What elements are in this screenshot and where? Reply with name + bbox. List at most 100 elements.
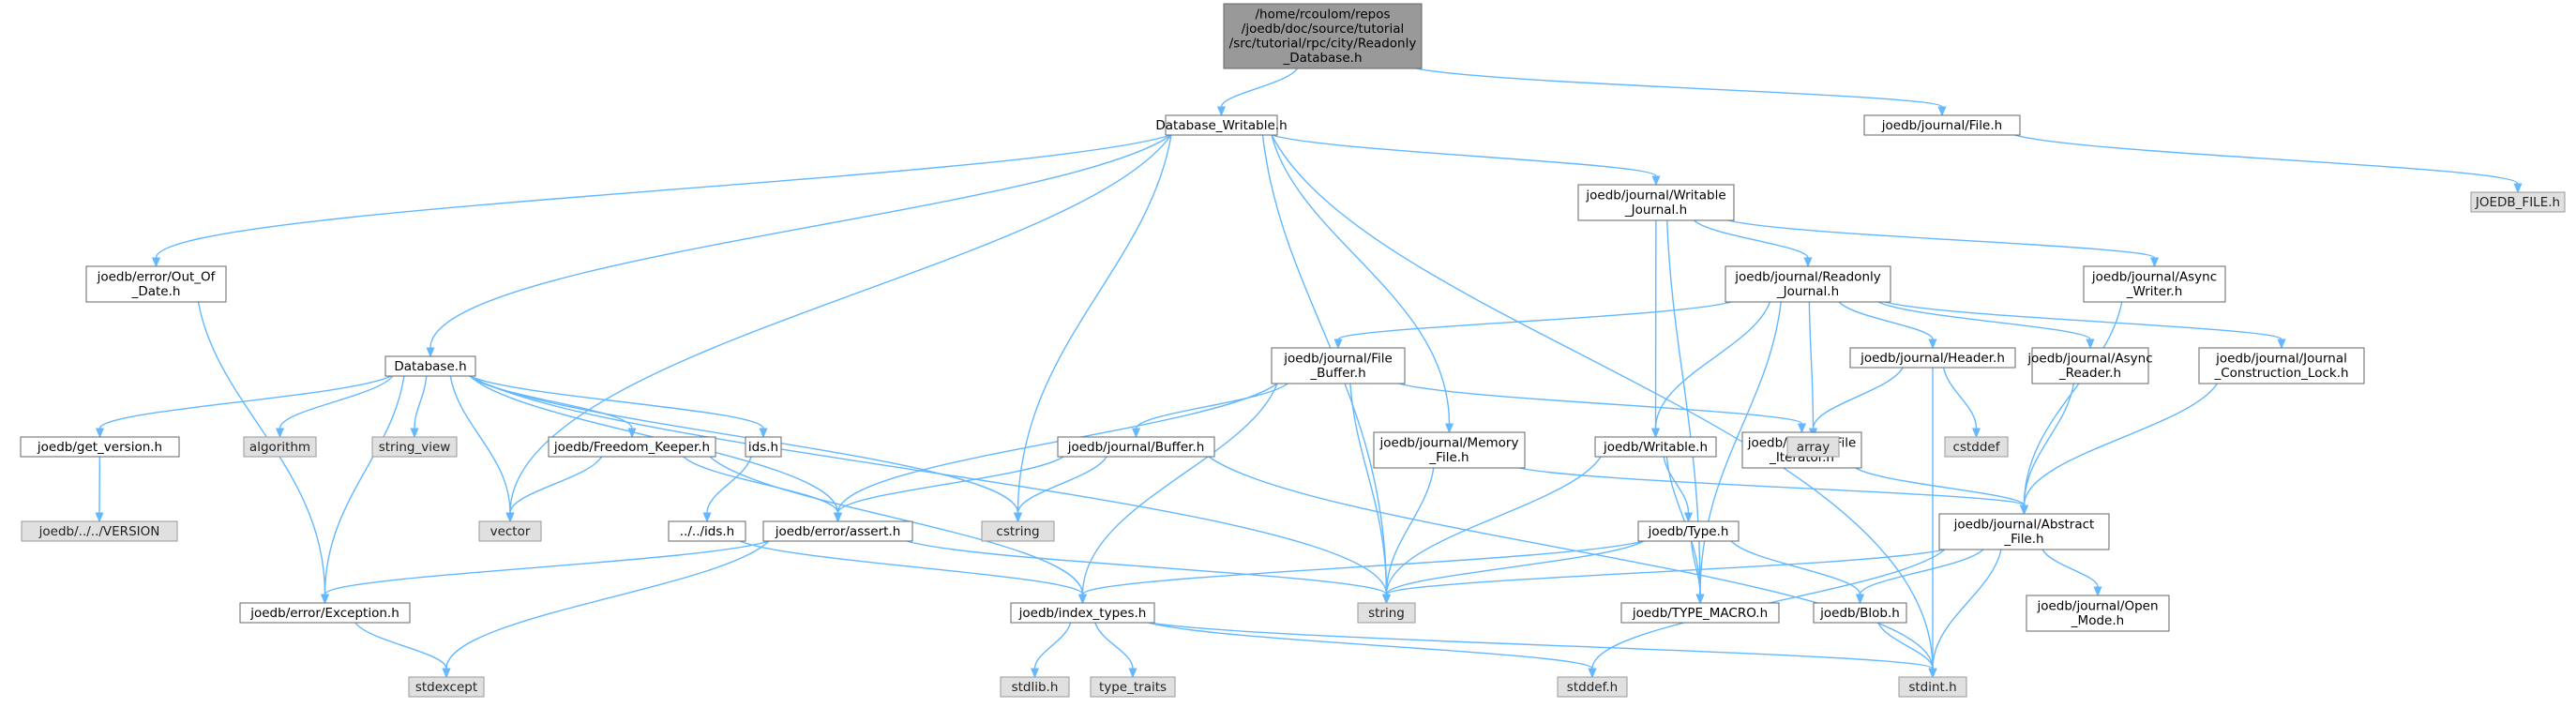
- node-label-line: joedb/../../VERSION: [38, 524, 160, 539]
- node-writable-journal[interactable]: joedb/journal/Writable_Journal.h: [1577, 184, 1735, 221]
- node-label-line: joedb/journal/Header.h: [1860, 351, 2005, 366]
- node-label-line: joedb/TYPE_MACRO.h: [1632, 606, 1768, 621]
- edge-type-to-blob: [1730, 540, 1861, 595]
- edge-type-to-type-macro: [1690, 540, 1701, 595]
- node-box: [1090, 676, 1176, 698]
- node-root[interactable]: /home/rcoulom/repos/joedb/doc/source/tut…: [1223, 3, 1423, 69]
- node-vector: vector: [478, 520, 542, 542]
- edge-arrowhead: [1855, 594, 1865, 605]
- edge-buffer-to-cstring: [1017, 456, 1107, 514]
- node-label-line: string: [1368, 606, 1405, 621]
- node-cstddef: cstddef: [1944, 436, 2009, 458]
- node-writable[interactable]: joedb/Writable.h: [1594, 436, 1717, 458]
- node-box: [1813, 602, 1907, 624]
- node-box: [2031, 347, 2149, 384]
- edge-database-to-ids: [469, 375, 764, 429]
- edge-writable-journal-to-async-writer: [1727, 219, 2156, 259]
- node-box: [668, 520, 746, 542]
- edge-arrowhead: [759, 428, 768, 439]
- node-label-line: joedb/get_version.h: [37, 440, 162, 455]
- node-ids[interactable]: ids.h: [745, 436, 782, 458]
- node-label-line: _Journal.h: [1776, 284, 1839, 299]
- node-type-macro[interactable]: joedb/TYPE_MACRO.h: [1620, 602, 1780, 624]
- node-box: [2083, 265, 2226, 303]
- edge-assert-to-string: [906, 540, 1388, 595]
- node-label-line: stdexcept: [415, 680, 477, 695]
- node-up-ids[interactable]: ../../ids.h: [668, 520, 746, 542]
- node-database[interactable]: Database.h: [384, 355, 476, 377]
- edge-arrowhead: [2149, 257, 2160, 268]
- edge-header-to-array: [1812, 367, 1904, 429]
- edge-arrowhead: [1651, 175, 1661, 187]
- edge-arrowhead: [320, 594, 330, 605]
- node-box: [371, 436, 458, 458]
- node-database-writable[interactable]: Database_Writable.h: [1155, 114, 1288, 136]
- node-stdint: stdint.h: [1898, 676, 1967, 698]
- node-construction-lock[interactable]: joedb/journal/Journal_Construction_Lock.…: [2198, 347, 2365, 384]
- node-header[interactable]: joedb/journal/Header.h: [1849, 347, 2016, 369]
- node-label-line: joedb/journal/File: [1283, 352, 1393, 367]
- node-label-line: joedb/error/assert.h: [775, 524, 901, 539]
- node-cstring: cstring: [981, 520, 1055, 542]
- node-label-line: joedb/journal/Memory: [1379, 436, 1519, 451]
- node-type-traits: type_traits: [1090, 676, 1176, 698]
- node-box: [1637, 520, 1740, 542]
- edge-database-writable-to-memory-file: [1271, 134, 1451, 425]
- node-index-types[interactable]: joedb/index_types.h: [1010, 602, 1155, 624]
- node-box: [1165, 114, 1278, 136]
- node-journal-file[interactable]: joedb/journal/File.h: [1863, 114, 2021, 136]
- node-get-version[interactable]: joedb/get_version.h: [20, 436, 180, 458]
- node-box: [1944, 436, 2009, 458]
- node-label-line: _Date.h: [131, 284, 181, 299]
- edge-abstract-file-to-stdint: [1932, 549, 2002, 670]
- edge-async-reader-to-abstract-file: [2023, 383, 2075, 506]
- edge-arrowhead: [1030, 668, 1040, 679]
- node-label-line: cstddef: [1953, 440, 2001, 455]
- node-box: [1725, 265, 1891, 303]
- edge-file-iterator-to-abstract-file: [1855, 467, 2026, 506]
- edge-database-to-get-version: [98, 375, 392, 429]
- edge-arrowhead: [2086, 339, 2095, 350]
- node-box: [85, 265, 227, 303]
- edge-index-types-to-type-traits: [1094, 622, 1134, 670]
- node-readonly-journal[interactable]: joedb/journal/Readonly_Journal.h: [1725, 265, 1891, 303]
- node-box: [1938, 513, 2110, 550]
- node-label-line: stdlib.h: [1012, 680, 1059, 695]
- node-memory-file[interactable]: joedb/journal/Memory_File.h: [1373, 431, 1526, 469]
- edge-database-writable-to-out-of-date: [155, 134, 1172, 259]
- edge-arrowhead: [1131, 428, 1141, 439]
- edge-arrowhead: [95, 428, 105, 439]
- node-label-line: joedb/Blob.h: [1819, 606, 1900, 621]
- edge-writable-to-type: [1663, 456, 1690, 514]
- node-buffer[interactable]: joedb/journal/Buffer.h: [1057, 436, 1215, 458]
- edge-index-types-to-stdint: [1148, 622, 1934, 670]
- node-box: [243, 436, 317, 458]
- node-label-line: joedb/journal/File.h: [1881, 118, 2002, 133]
- edge-root-to-database-writable: [1220, 68, 1299, 108]
- node-blob[interactable]: joedb/Blob.h: [1813, 602, 1907, 624]
- node-out-of-date[interactable]: joedb/error/Out_Of_Date.h: [85, 265, 227, 303]
- node-freedom-keeper[interactable]: joedb/Freedom_Keeper.h: [548, 436, 716, 458]
- edge-memory-file-to-string: [1385, 467, 1435, 595]
- edge-arrowhead: [1381, 594, 1392, 605]
- graph-nodes: /home/rcoulom/repos/joedb/doc/source/tut…: [20, 3, 2566, 698]
- edge-file-buffer-to-assert: [836, 383, 1278, 514]
- node-open-mode[interactable]: joedb/journal/Open_Mode.h: [2026, 595, 2170, 632]
- node-async-writer[interactable]: joedb/journal/Async_Writer.h: [2083, 265, 2226, 303]
- edge-database-writable-to-vector: [509, 134, 1172, 514]
- node-type[interactable]: joedb/Type.h: [1637, 520, 1740, 542]
- node-file-buffer[interactable]: joedb/journal/File_Buffer.h: [1271, 347, 1406, 384]
- node-label-line: _Database.h: [1282, 51, 1362, 66]
- node-assert[interactable]: joedb/error/assert.h: [762, 520, 913, 542]
- node-box: [1849, 347, 2016, 369]
- node-exception[interactable]: joedb/error/Exception.h: [239, 602, 411, 624]
- edge-database-writable-to-writable-journal: [1271, 134, 1657, 177]
- node-label-line: _Writer.h: [2126, 284, 2183, 299]
- node-async-reader[interactable]: joedb/journal/Async_Reader.h: [2026, 347, 2153, 384]
- edge-arrowhead: [1650, 428, 1661, 439]
- node-abstract-file[interactable]: joedb/journal/Abstract_File.h: [1938, 513, 2110, 550]
- edge-journal-file-to-joedb-file-h: [2013, 134, 2519, 185]
- node-box: [478, 520, 542, 542]
- edge-file-buffer-to-string: [1349, 383, 1388, 595]
- edge-header-to-cstddef: [1942, 367, 1978, 429]
